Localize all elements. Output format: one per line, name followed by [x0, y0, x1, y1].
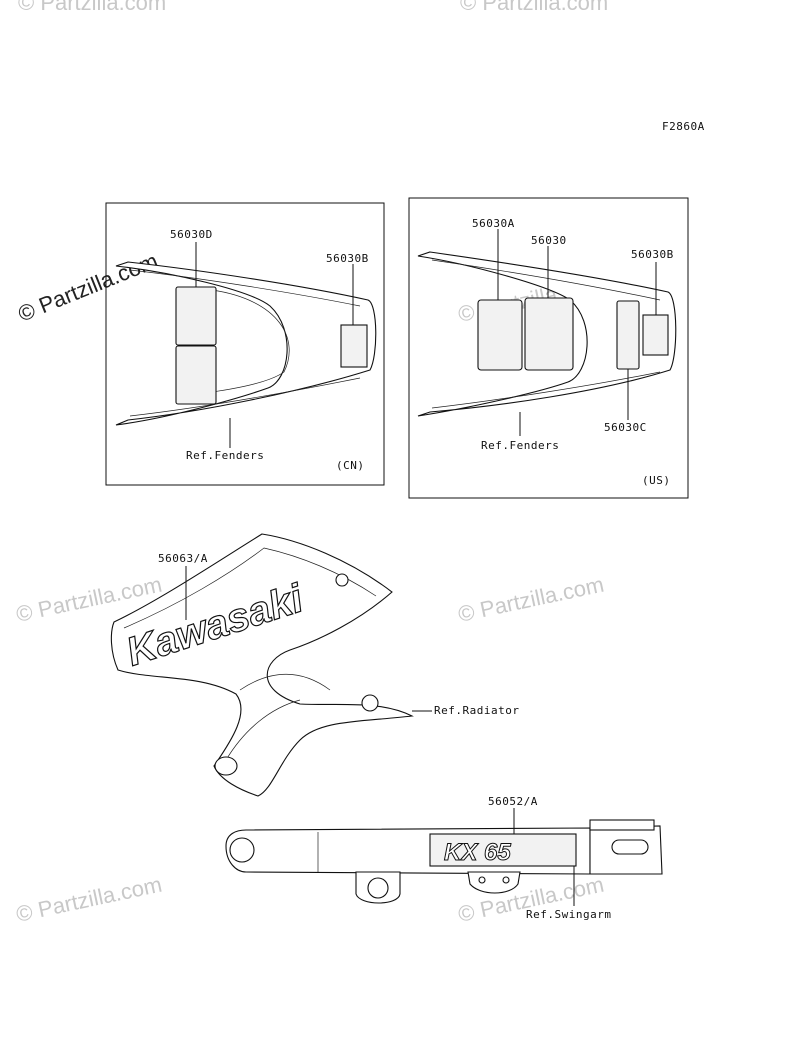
us-decal-b: [524, 297, 574, 371]
watermark: © Partzilla.com: [18, 0, 166, 15]
us-label-region: (US): [642, 474, 671, 487]
us-label-56030b: 56030B: [631, 248, 674, 261]
watermark-layer: © Partzilla.com © Partzilla.com © Partzi…: [14, 0, 608, 927]
us-decal-a: [477, 299, 523, 371]
swingarm-label-part: 56052/A: [488, 795, 538, 808]
cn-panel: 56030D 56030B Ref.Fenders (CN): [105, 202, 385, 486]
us-label-56030: 56030: [531, 234, 567, 247]
shroud-label-part: 56063/A: [158, 552, 208, 565]
cn-panel-frame: [105, 202, 385, 486]
figure-code: F2860A: [662, 120, 705, 133]
us-decal-side: [642, 314, 669, 356]
us-panel: 56030A 56030 56030B 56030C Ref.Fenders (…: [408, 197, 689, 499]
us-fender: [417, 251, 677, 417]
watermark: © Partzilla.com: [456, 572, 606, 627]
us-label-ref-fenders: Ref.Fenders: [481, 439, 559, 452]
cn-label-ref-fenders: Ref.Fenders: [186, 449, 264, 462]
cn-decal-lower: [175, 345, 217, 405]
shroud-label-ref: Ref.Radiator: [434, 704, 519, 717]
cn-label-region: (CN): [336, 459, 365, 472]
cn-decal-upper: [175, 286, 217, 346]
watermark: © Partzilla.com: [460, 0, 608, 15]
us-label-56030a: 56030A: [472, 217, 515, 230]
swingarm-label-ref: Ref.Swingarm: [526, 908, 611, 921]
us-panel-frame: [408, 197, 689, 499]
swingarm-decal: [429, 833, 577, 867]
cn-label-56030d: 56030D: [170, 228, 213, 241]
cn-label-56030b: 56030B: [326, 252, 369, 265]
us-label-56030c: 56030C: [604, 421, 647, 434]
watermark-dark: © Partzilla.com: [15, 248, 162, 327]
watermark: © Partzilla.com: [14, 872, 164, 927]
cn-fender: [115, 261, 377, 426]
model-lettering: KX 65: [444, 839, 511, 866]
swingarm: KX 65: [225, 819, 663, 904]
us-decal-c: [616, 300, 640, 370]
cn-decal-side: [340, 324, 368, 368]
